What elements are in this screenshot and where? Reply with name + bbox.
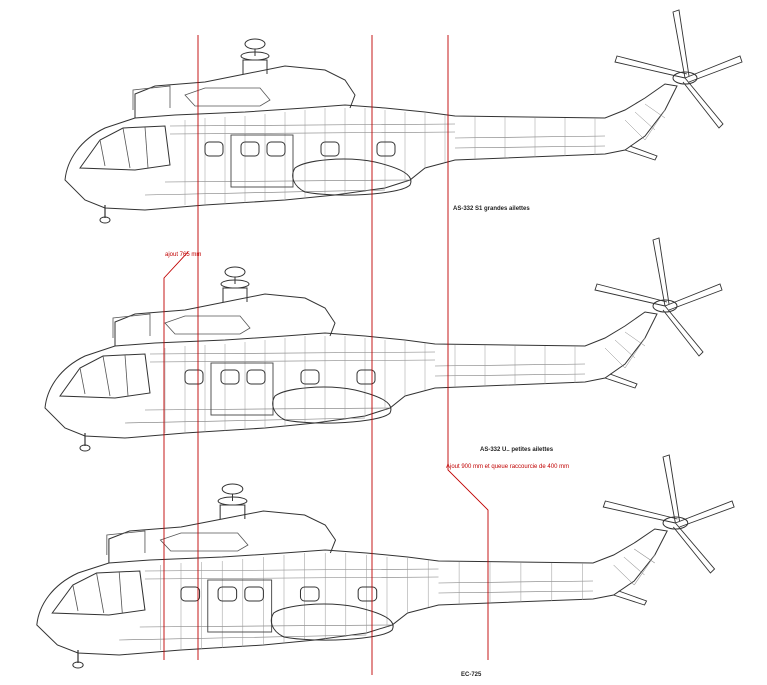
tail-modification-note: Ajout 900 mm et queue raccourcie de 400 … — [446, 464, 570, 470]
helicopter-top-view — [64, 9, 743, 224]
helicopter-bottom-view — [36, 454, 735, 669]
bottom-model-label: EC-725 — [461, 672, 482, 678]
top-model-label: AS-332 S1 grandes ailettes — [453, 206, 530, 212]
helicopter-middle-view — [44, 237, 723, 452]
extension-note: ajout 765 mm — [165, 252, 202, 258]
reference-line-3 — [447, 35, 489, 660]
reference-line-4 — [163, 251, 189, 660]
middle-model-label: AS-332 U.. petites ailettes — [480, 447, 554, 453]
